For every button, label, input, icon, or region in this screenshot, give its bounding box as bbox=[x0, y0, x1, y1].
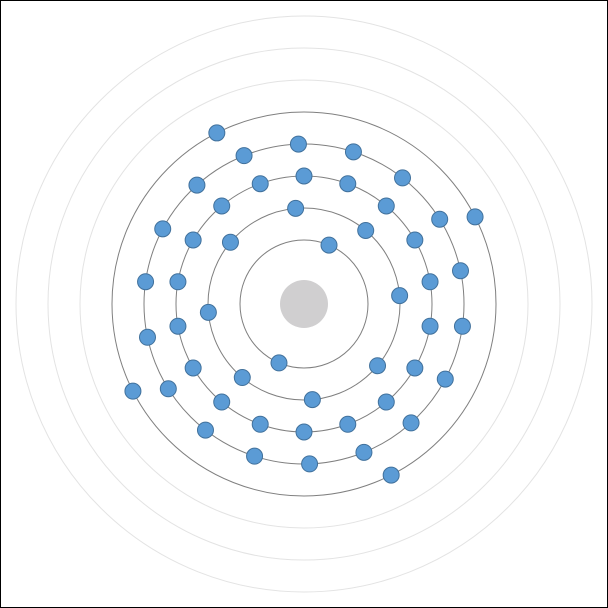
electron-shell-3-7 bbox=[251, 415, 269, 433]
electron-shell-2-5 bbox=[233, 369, 251, 387]
electron-shell-2-6 bbox=[199, 303, 217, 321]
electron-shell-2-2 bbox=[391, 287, 409, 305]
electron-shell-5-3 bbox=[124, 382, 142, 400]
electron-shell-3-15 bbox=[295, 167, 313, 185]
electron-shell-4-6 bbox=[301, 455, 319, 473]
electrons-layer bbox=[124, 124, 484, 484]
electron-shell-4-14 bbox=[235, 147, 253, 165]
electron-shell-3-2 bbox=[421, 317, 439, 335]
electron-shell-3-17 bbox=[377, 197, 395, 215]
electron-shell-5-1 bbox=[466, 208, 484, 226]
electron-shell-3-13 bbox=[213, 197, 231, 215]
electron-shell-4-16 bbox=[344, 143, 362, 161]
electron-shell-4-7 bbox=[246, 447, 264, 465]
shell-7 bbox=[47, 47, 561, 561]
electron-shell-4-15 bbox=[289, 135, 307, 153]
shell-1 bbox=[239, 239, 369, 369]
electron-shell-3-18 bbox=[406, 231, 424, 249]
electron-shell-2-8 bbox=[287, 199, 305, 217]
electron-shell-5-4 bbox=[208, 124, 226, 142]
electron-shell-3-11 bbox=[169, 273, 187, 291]
electron-shell-4-1 bbox=[452, 262, 469, 280]
electron-shell-3-16 bbox=[339, 175, 357, 193]
electron-shell-4-5 bbox=[355, 443, 373, 461]
shell-8 bbox=[15, 15, 593, 593]
electron-shell-2-7 bbox=[221, 233, 239, 251]
electron-shell-3-8 bbox=[213, 393, 231, 411]
electron-shell-2-1 bbox=[357, 221, 375, 239]
electron-shell-1-1 bbox=[320, 236, 338, 254]
electron-shell-3-1 bbox=[421, 273, 439, 291]
electron-shell-3-9 bbox=[184, 359, 202, 377]
electron-shell-2-4 bbox=[303, 391, 321, 409]
electron-shell-4-18 bbox=[431, 210, 449, 228]
electron-shell-4-13 bbox=[188, 176, 206, 194]
electron-shell-5-2 bbox=[382, 466, 400, 484]
shell-5 bbox=[111, 111, 497, 497]
electron-shell-3-5 bbox=[339, 415, 357, 433]
electron-shell-4-12 bbox=[154, 220, 172, 238]
nucleus bbox=[280, 280, 328, 328]
electron-shell-3-6 bbox=[295, 423, 313, 441]
shell-6 bbox=[79, 79, 529, 529]
electron-shell-3-12 bbox=[184, 231, 202, 249]
electron-shell-4-17 bbox=[394, 169, 412, 187]
electron-shell-3-4 bbox=[377, 393, 395, 411]
electron-shell-4-8 bbox=[196, 421, 214, 439]
electron-shell-3-10 bbox=[169, 317, 187, 335]
electron-shell-4-4 bbox=[402, 414, 420, 432]
electron-shell-3-3 bbox=[406, 359, 424, 377]
electron-shell-2-3 bbox=[369, 357, 387, 375]
electron-shell-4-9 bbox=[159, 380, 177, 398]
electron-shell-3-14 bbox=[251, 175, 269, 193]
electron-shell-1-2 bbox=[270, 354, 288, 372]
electron-shell-4-11 bbox=[137, 273, 155, 291]
electron-shell-4-3 bbox=[436, 370, 454, 388]
electron-shell-4-2 bbox=[453, 317, 471, 335]
electron-shell-4-10 bbox=[139, 328, 156, 346]
